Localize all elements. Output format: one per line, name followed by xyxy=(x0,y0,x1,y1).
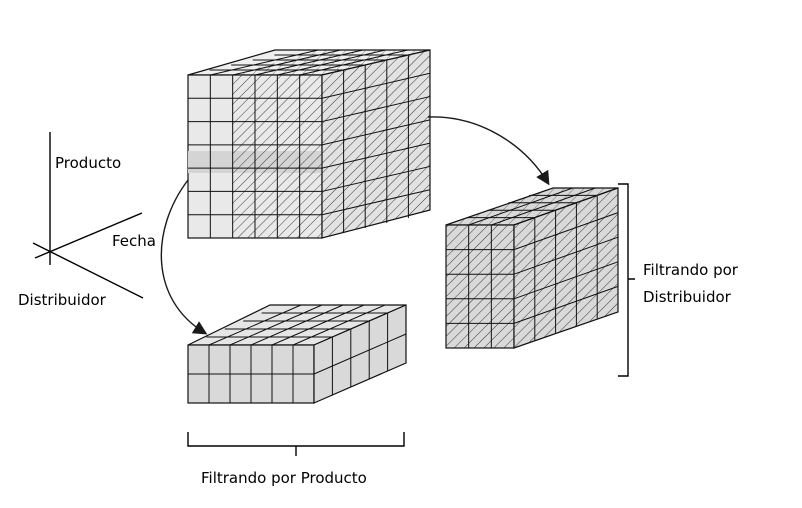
grid-line xyxy=(210,49,319,76)
grid-line xyxy=(513,212,619,251)
caption-filter-by-product: Filtrando por Producto xyxy=(201,469,367,487)
grid-line xyxy=(271,304,365,346)
grid-line xyxy=(491,187,596,226)
product-filter-slab xyxy=(187,304,407,404)
grid-line xyxy=(468,187,573,226)
arrow-to-product-slab-icon xyxy=(160,179,208,335)
product-axis-label: Producto xyxy=(55,154,121,172)
grid-line xyxy=(513,261,619,300)
grid-line xyxy=(313,333,407,375)
caption-filter-by-distributor-line2: Distribuidor xyxy=(643,288,732,306)
grid-line xyxy=(250,304,344,346)
distributor-caption-bracket xyxy=(618,183,635,377)
product-caption-bracket xyxy=(187,432,405,456)
axes-group: Producto Fecha Distribuidor xyxy=(18,132,156,309)
main-data-cube xyxy=(187,49,431,239)
grid-line xyxy=(208,304,302,346)
date-axis xyxy=(34,212,143,259)
distributor-cube-top-hatch xyxy=(446,188,618,225)
grid-line xyxy=(299,49,408,76)
grid-line xyxy=(277,49,386,76)
grid-line xyxy=(254,49,364,76)
arrow-to-distributor-cube-icon xyxy=(427,116,550,186)
grid-line xyxy=(321,142,431,169)
grid-line xyxy=(232,49,341,76)
main-cube-side-hatch xyxy=(322,50,430,238)
distributor-filter-cube xyxy=(445,187,619,349)
grid-line xyxy=(321,119,431,146)
distributor-cube-side-hatch xyxy=(514,188,618,348)
grid-line xyxy=(513,285,619,324)
grid-line xyxy=(321,165,431,192)
distributor-axis-label: Distribuidor xyxy=(18,291,107,309)
grid-line xyxy=(321,96,431,123)
grid-line xyxy=(229,304,323,346)
grid-line xyxy=(513,236,619,275)
date-axis-label: Fecha xyxy=(112,232,156,250)
grid-line xyxy=(321,189,431,216)
distributor-axis xyxy=(32,242,144,299)
grid-line xyxy=(321,72,431,99)
grid-line xyxy=(292,304,386,346)
caption-filter-by-distributor-line1: Filtrando por xyxy=(643,261,739,279)
distributor-cube-front-hatch xyxy=(446,225,514,348)
